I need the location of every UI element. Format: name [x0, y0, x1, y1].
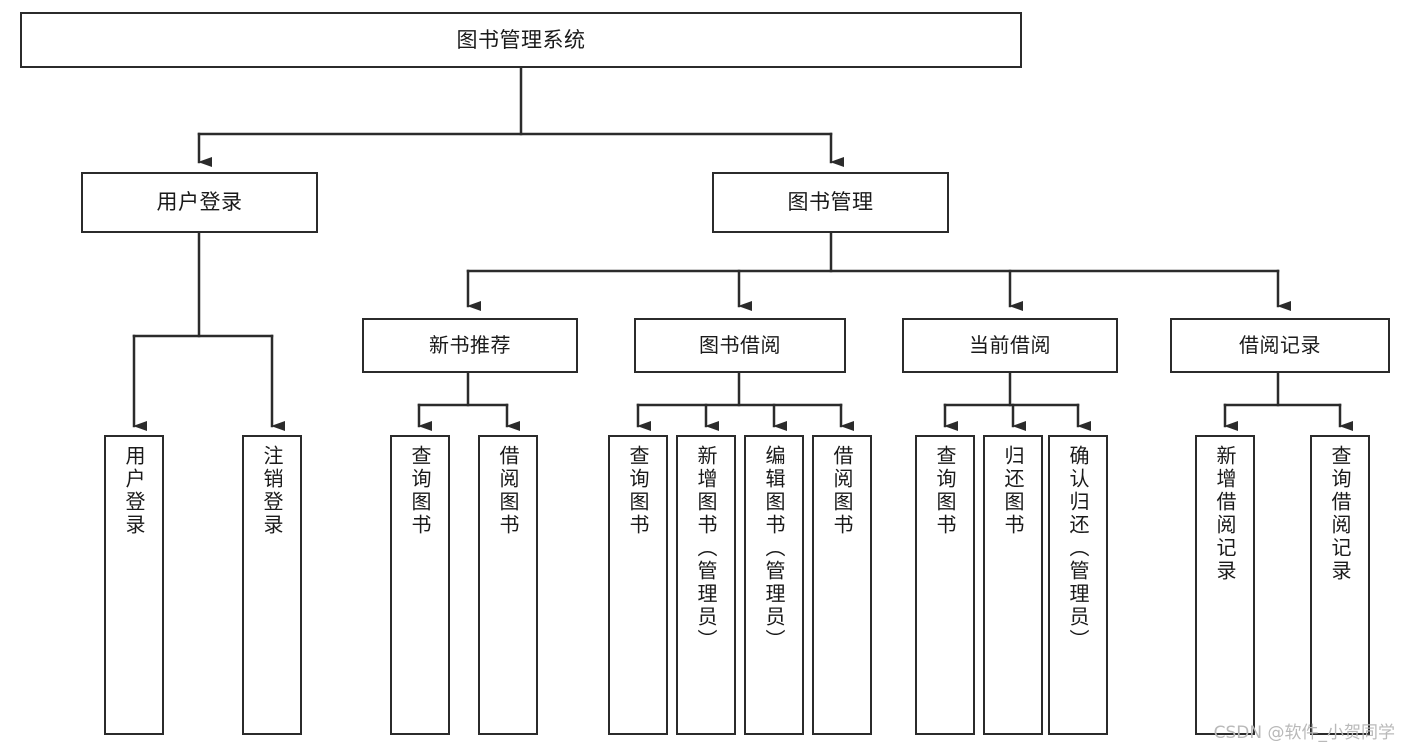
- node-new-book-recommend[interactable]: 新书推荐: [362, 318, 578, 373]
- leaf-new-books-query[interactable]: 查询图书: [390, 435, 450, 735]
- leaf-user-login-logout-label: 注销登录: [260, 445, 284, 537]
- leaf-user-login-login[interactable]: 用户登录: [104, 435, 164, 735]
- leaf-borrow-borrow-book[interactable]: 借阅图书: [812, 435, 872, 735]
- leaf-user-login-logout[interactable]: 注销登录: [242, 435, 302, 735]
- node-user-login[interactable]: 用户登录: [81, 172, 318, 233]
- leaf-current-return[interactable]: 归还图书: [983, 435, 1043, 735]
- node-borrow-records-label: 借阅记录: [1239, 332, 1321, 357]
- leaf-new-books-borrow[interactable]: 借阅图书: [478, 435, 538, 735]
- node-current-borrow[interactable]: 当前借阅: [902, 318, 1118, 373]
- leaf-records-add-label: 新增借阅记录: [1213, 445, 1237, 583]
- leaf-current-confirm-return[interactable]: 确认归还（管理员）: [1048, 435, 1108, 735]
- node-current-borrow-label: 当前借阅: [969, 332, 1051, 357]
- node-book-management-label: 图书管理: [787, 190, 874, 215]
- node-borrow-records[interactable]: 借阅记录: [1170, 318, 1390, 373]
- leaf-records-query[interactable]: 查询借阅记录: [1310, 435, 1370, 735]
- node-new-book-recommend-label: 新书推荐: [429, 332, 511, 357]
- node-book-management[interactable]: 图书管理: [712, 172, 949, 233]
- leaf-records-add[interactable]: 新增借阅记录: [1195, 435, 1255, 735]
- leaf-new-books-borrow-label: 借阅图书: [496, 445, 520, 537]
- leaf-current-confirm-return-label: 确认归还（管理员）: [1066, 445, 1090, 652]
- node-book-borrow-label: 图书借阅: [699, 332, 781, 357]
- node-root[interactable]: 图书管理系统: [20, 12, 1022, 68]
- leaf-borrow-add-book-label: 新增图书（管理员）: [694, 445, 718, 652]
- leaf-borrow-add-book[interactable]: 新增图书（管理员）: [676, 435, 736, 735]
- leaf-borrow-query[interactable]: 查询图书: [608, 435, 668, 735]
- node-user-login-label: 用户登录: [156, 190, 243, 215]
- leaf-records-query-label: 查询借阅记录: [1328, 445, 1352, 583]
- leaf-user-login-login-label: 用户登录: [122, 445, 146, 537]
- leaf-current-query-label: 查询图书: [933, 445, 957, 537]
- leaf-current-query[interactable]: 查询图书: [915, 435, 975, 735]
- leaf-borrow-edit-book[interactable]: 编辑图书（管理员）: [744, 435, 804, 735]
- node-root-label: 图书管理系统: [456, 27, 586, 52]
- leaf-borrow-edit-book-label: 编辑图书（管理员）: [762, 445, 786, 652]
- leaf-current-return-label: 归还图书: [1001, 445, 1025, 537]
- leaf-borrow-query-label: 查询图书: [626, 445, 650, 537]
- leaf-new-books-query-label: 查询图书: [408, 445, 432, 537]
- leaf-borrow-borrow-book-label: 借阅图书: [830, 445, 854, 537]
- node-book-borrow[interactable]: 图书借阅: [634, 318, 846, 373]
